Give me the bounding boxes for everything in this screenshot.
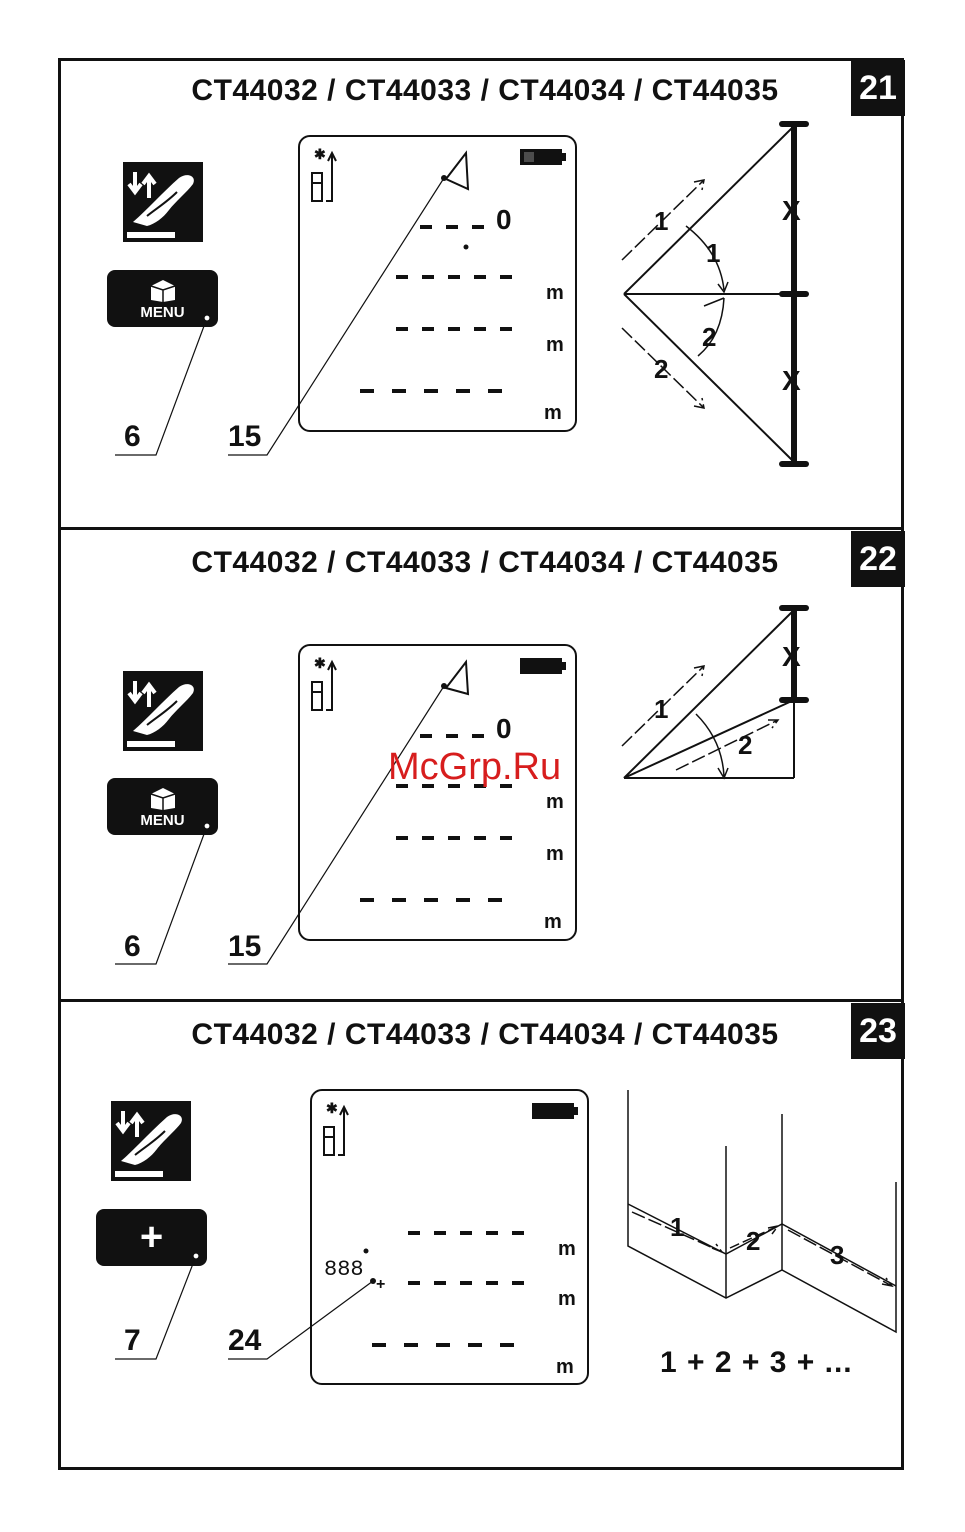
segment-label: 2 <box>746 1226 760 1256</box>
callout-number: 24 <box>228 1324 261 1358</box>
segment-label: 3 <box>830 1240 844 1270</box>
figure-panel-23: CT44032 / CT44033 / CT44034 / CT44035 23… <box>0 0 965 1470</box>
area-addition-diagram: 1 2 3 <box>620 1088 910 1348</box>
watermark-text: McGrp.Ru <box>388 746 561 789</box>
segment-label: 1 <box>670 1212 684 1242</box>
sum-formula: 1 + 2 + 3 + ... <box>660 1346 853 1380</box>
callout-number: 7 <box>124 1324 141 1358</box>
